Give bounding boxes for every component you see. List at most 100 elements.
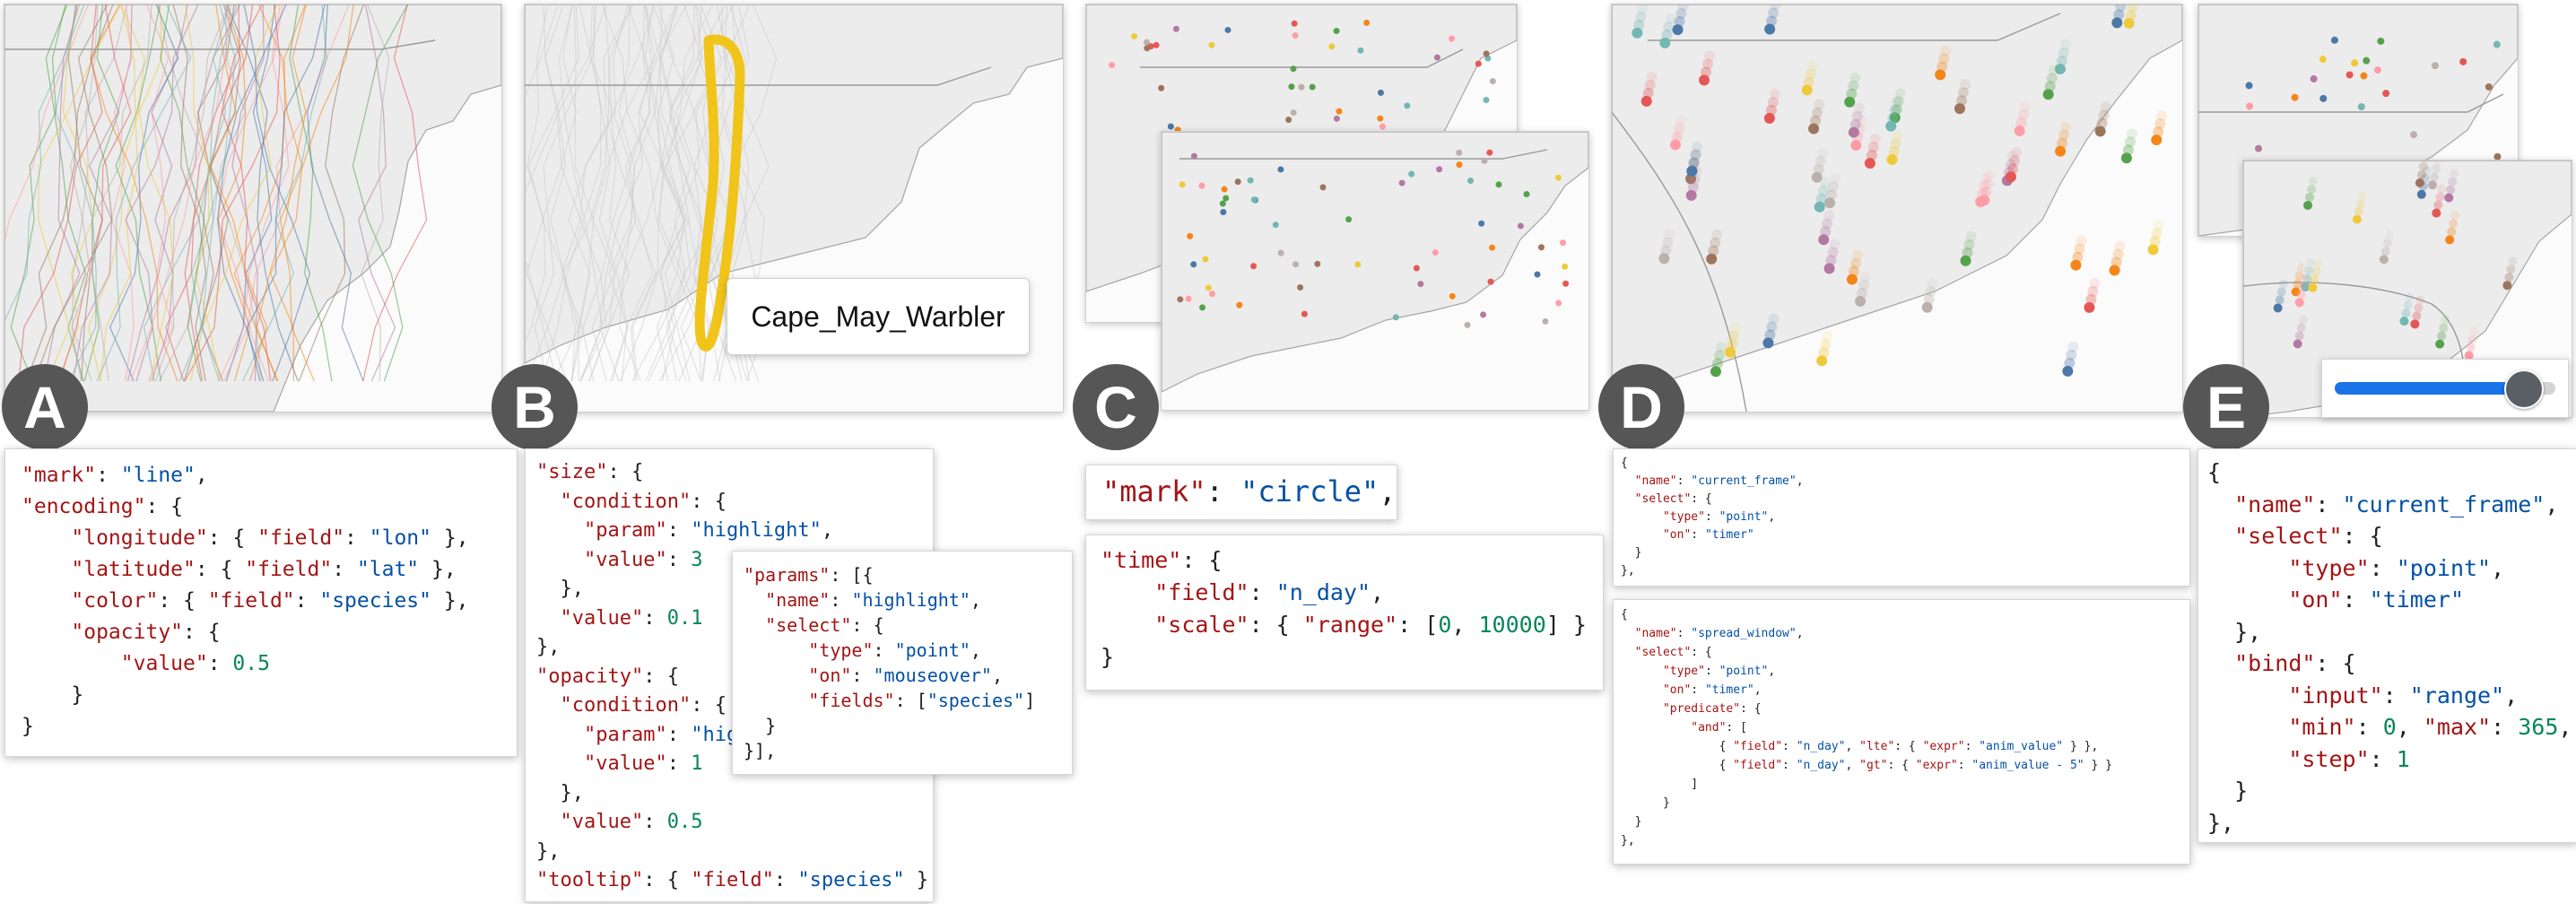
point-trail — [2275, 295, 2284, 305]
point-trail — [1822, 218, 1833, 230]
bird-point — [1143, 39, 1150, 46]
migration-line — [210, 4, 268, 382]
migration-line — [541, 4, 602, 382]
point-trail — [2151, 228, 2163, 239]
point-trail — [2124, 136, 2136, 148]
point-trail — [2114, 240, 2126, 252]
code-line: }, — [536, 839, 561, 863]
code-line: } — [744, 715, 777, 736]
bird-point — [1449, 35, 1456, 42]
bird-point — [2459, 57, 2467, 65]
bird-point — [1221, 186, 1228, 193]
point-trail — [2467, 335, 2477, 344]
bird-point — [1247, 177, 1254, 184]
point-trail — [1674, 123, 1685, 135]
migration-line — [67, 4, 103, 382]
bird-point — [1236, 301, 1243, 309]
point-trail — [2304, 265, 2314, 275]
code-line: }, — [536, 781, 584, 804]
bird-point — [2410, 319, 2420, 329]
bird-point — [1208, 291, 1215, 298]
bird-point — [1177, 296, 1184, 303]
land-shape — [1612, 4, 2182, 400]
point-trail — [1892, 130, 1903, 142]
point-trail — [2298, 315, 2308, 325]
country-border — [1179, 149, 1548, 160]
bird-point — [1432, 248, 1439, 256]
migration-line — [57, 4, 93, 382]
bird-point — [1854, 295, 1866, 307]
frame-slider[interactable] — [2321, 359, 2569, 418]
bird-point — [2111, 17, 2123, 29]
bird-point — [2351, 59, 2359, 67]
bird-point — [1220, 209, 1227, 216]
bird-point — [2485, 83, 2493, 91]
bird-point — [2147, 244, 2159, 256]
migration-line — [645, 4, 726, 382]
migration-line — [553, 4, 595, 382]
migration-line — [668, 4, 709, 382]
bird-point — [1285, 116, 1292, 123]
code-line: }, — [2207, 809, 2235, 836]
migration-line — [361, 4, 390, 382]
bird-point — [1291, 20, 1298, 27]
bird-point — [1534, 271, 1541, 278]
migration-line — [534, 4, 597, 382]
migration-line — [579, 4, 614, 382]
point-trail — [2098, 109, 2110, 121]
migration-line — [160, 4, 205, 382]
panel-b-params-code: "params": [{ "name": "highlight", "selec… — [732, 551, 1073, 775]
bird-point — [1354, 261, 1362, 268]
point-trail — [2076, 235, 2087, 247]
point-trail — [2403, 300, 2413, 310]
migration-line — [100, 4, 138, 382]
bird-point — [2428, 180, 2438, 190]
migration-line — [231, 4, 265, 382]
point-trail — [2504, 273, 2514, 282]
point-trail — [1848, 80, 1859, 91]
point-trail — [1851, 110, 1863, 122]
point-trail — [2156, 110, 2168, 122]
code-line: "name": "highlight", — [765, 589, 981, 611]
migration-line — [143, 4, 238, 382]
bird-point — [2415, 178, 2424, 187]
country-border — [2198, 93, 2504, 113]
bird-point — [1554, 174, 1562, 181]
point-trail — [2506, 265, 2516, 274]
bird-point — [1844, 96, 1856, 108]
migration-line — [660, 4, 691, 382]
code-line: "opacity": { — [71, 621, 221, 644]
bird-point — [2345, 71, 2354, 79]
migration-line — [603, 4, 654, 382]
migration-line — [226, 4, 299, 382]
point-trail — [2294, 271, 2304, 281]
point-trail — [1820, 226, 1832, 238]
point-trail — [1846, 88, 1858, 100]
migration-line — [541, 4, 568, 382]
point-trail — [2059, 39, 2071, 50]
point-trail — [2355, 198, 2365, 208]
point-trail — [2449, 219, 2459, 229]
point-trail — [2149, 236, 2161, 248]
panel-c-time-code: "time": { "field": "n_day", "scale": { "… — [1085, 535, 1604, 691]
bird-point — [1319, 184, 1327, 191]
migration-line — [10, 4, 66, 382]
point-trail — [1715, 342, 1727, 353]
bird-point — [1172, 25, 1179, 32]
point-trail — [2433, 161, 2443, 166]
point-trail — [2153, 126, 2164, 138]
bird-point — [2330, 36, 2338, 44]
panel-b-encoding-code: "size": { "condition": { "param": "highl… — [525, 448, 934, 902]
bird-point — [1219, 200, 1226, 207]
migration-line — [289, 4, 333, 382]
code-line: "on": "timer" — [2288, 587, 2464, 613]
bird-point — [1301, 310, 1308, 317]
bird-point — [1153, 41, 1160, 48]
code-line: "value": 0.5 — [120, 652, 270, 675]
point-trail — [1980, 172, 1992, 184]
land-shape — [2243, 161, 2572, 417]
code-line: "select": { — [1634, 646, 1712, 659]
slider-thumb[interactable] — [2504, 369, 2545, 409]
point-trail — [2469, 326, 2479, 336]
point-trail — [2276, 287, 2286, 297]
